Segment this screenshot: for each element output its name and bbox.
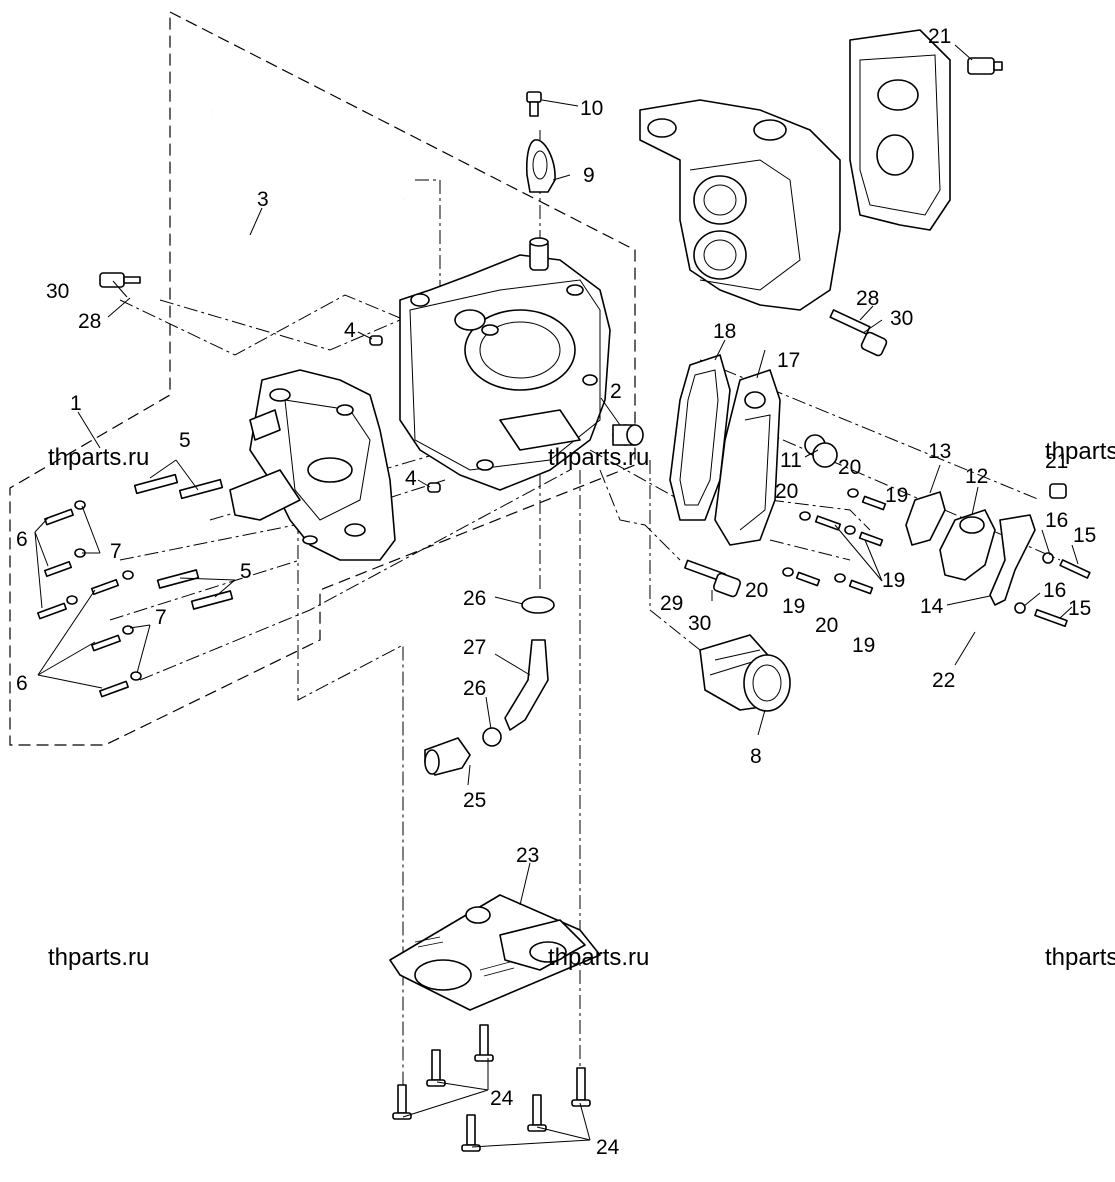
callout-21: 21 (928, 25, 951, 48)
clip-part-26-top (521, 596, 555, 614)
bolts-and-washers (37, 473, 1091, 698)
callout-4: 4 (405, 467, 417, 490)
watermark-text: thparts.ru (548, 444, 649, 471)
cylinder-head (639, 99, 841, 311)
callout-28: 28 (856, 287, 879, 310)
bracket-part-14 (989, 514, 1036, 606)
callout-19: 19 (882, 569, 905, 592)
housing-part-12 (939, 509, 996, 581)
head-cover (849, 29, 951, 231)
callout-19: 19 (852, 634, 875, 657)
callout-20: 20 (815, 614, 838, 637)
callout-30: 30 (890, 307, 913, 330)
thermo-part-25 (424, 737, 471, 776)
callout-16: 16 (1043, 579, 1066, 602)
callout-10: 10 (580, 97, 603, 120)
callout-19: 19 (885, 484, 908, 507)
callout-24: 24 (596, 1136, 620, 1159)
clip-part-26-bottom (482, 727, 502, 747)
sensor-part-21 (967, 57, 1003, 75)
callout-25: 25 (463, 789, 486, 812)
bolt-part-28-30-left (99, 272, 141, 288)
callout-5: 5 (179, 429, 191, 452)
callout-6: 6 (16, 672, 28, 695)
callout-8: 8 (750, 745, 762, 768)
callout-28: 28 (78, 310, 101, 333)
callout-18: 18 (713, 320, 736, 343)
callout-5: 5 (240, 560, 252, 583)
plug-part-11 (804, 434, 838, 468)
callout-20: 20 (745, 579, 768, 602)
watermark-text: thparts.ru (1045, 944, 1115, 971)
callout-23: 23 (516, 844, 539, 867)
callout-3: 3 (257, 188, 269, 211)
bolt-part-28-30-right (829, 309, 888, 357)
callout-24: 24 (490, 1087, 514, 1110)
callout-9: 9 (583, 164, 595, 187)
callout-20: 20 (838, 456, 861, 479)
callout-16: 16 (1045, 509, 1068, 532)
callout-labels: 1 2 3 4 4 5 5 6 6 7 7 8 9 10 11 12 13 14… (16, 25, 1096, 1159)
crankcase-left-half (229, 369, 396, 561)
hose-part-27 (504, 639, 549, 731)
callout-12: 12 (965, 465, 988, 488)
gasket-part-18 (669, 354, 731, 521)
callout-15: 15 (1073, 524, 1096, 547)
callout-19: 19 (782, 595, 805, 618)
crankcase-block (399, 237, 611, 491)
cover-part-17 (714, 369, 781, 546)
callout-20: 20 (775, 480, 798, 503)
fitting-part-2 (612, 424, 644, 446)
bolt-part-29-30 (684, 559, 742, 598)
watermark-text: thparts.ru (48, 444, 149, 471)
dowel-pins-part-4 (369, 335, 441, 493)
callout-26: 26 (463, 587, 486, 610)
callout-15: 15 (1068, 597, 1091, 620)
callout-17: 17 (777, 349, 800, 372)
watermark-text: thparts.ru (48, 944, 149, 971)
callout-6: 6 (16, 528, 28, 551)
bolt-part-10 (526, 91, 542, 117)
watermark-text: thparts.ru (548, 944, 649, 971)
gasket-part-9 (525, 139, 556, 193)
callout-22: 22 (932, 669, 955, 692)
plate-part-23 (389, 894, 601, 1011)
callout-7: 7 (110, 540, 122, 563)
leader-lines (34, 44, 1079, 1148)
callout-30: 30 (46, 280, 69, 303)
hose-part-3 (190, 109, 407, 240)
callout-27: 27 (463, 636, 486, 659)
assembly-outline (9, 11, 636, 746)
callout-21: 21 (1045, 450, 1068, 473)
callout-26: 26 (463, 677, 486, 700)
callout-11: 11 (780, 449, 802, 472)
callout-1: 1 (70, 392, 82, 415)
callout-7: 7 (155, 606, 167, 629)
callout-30: 30 (688, 612, 711, 635)
callout-2: 2 (610, 380, 622, 403)
gasket-part-13 (905, 491, 946, 546)
bolts-part-24 (392, 1024, 591, 1152)
callout-13: 13 (928, 440, 951, 463)
fitting-part-21-right (1049, 483, 1067, 499)
callout-4: 4 (344, 319, 356, 342)
callout-14: 14 (920, 595, 944, 618)
watermark-text: thparts.ru (1045, 438, 1115, 465)
oil-filter-part-8 (699, 634, 791, 712)
watermarks: thparts.ru thparts.ru thparts.ru thparts… (48, 438, 1115, 971)
callout-29: 29 (660, 592, 683, 615)
